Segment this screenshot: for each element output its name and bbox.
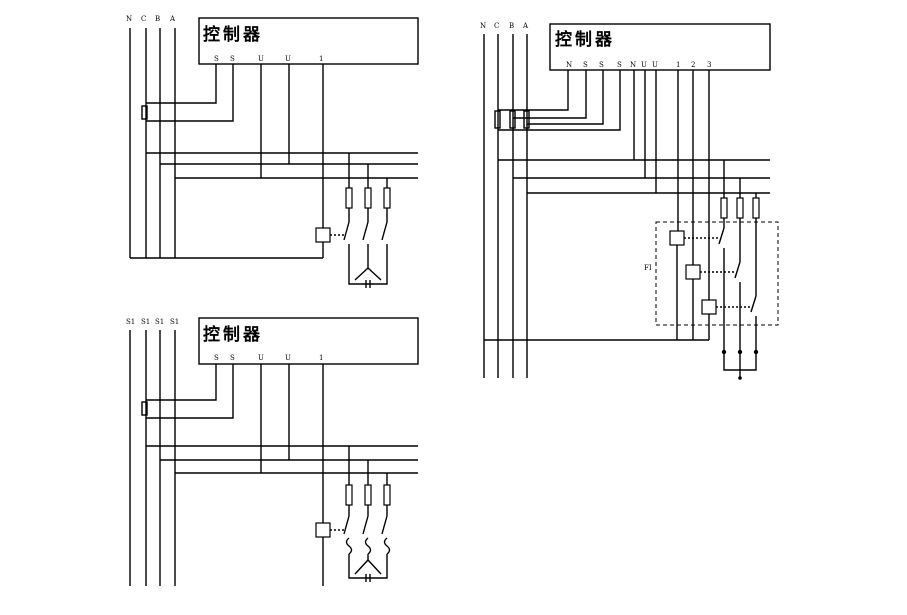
diagram-c: N C B A 控制器 N S S S N U U 1 2 3 — [480, 22, 779, 380]
fuse — [345, 187, 353, 209]
terminal-label: U — [285, 354, 291, 362]
bus-label-a: A — [169, 15, 176, 23]
terminal-label: S — [230, 354, 235, 362]
bus-label-n: N — [126, 15, 132, 23]
bus-label-s1: S1 — [155, 318, 164, 326]
terminal-label: 1 — [676, 61, 680, 69]
bus-bars — [483, 34, 528, 378]
terminal-label: U — [652, 61, 658, 69]
terminal-label: 1 — [319, 354, 323, 362]
bus-bars — [129, 330, 176, 586]
terminal-label: U — [258, 354, 264, 362]
contactor-coil — [669, 230, 685, 246]
terminal-label: S — [583, 61, 588, 69]
bus-label-s1: S1 — [126, 318, 135, 326]
terminal-label: N — [566, 61, 572, 69]
contactor-coil — [315, 227, 331, 243]
reactor-coils — [345, 537, 391, 555]
fuse — [720, 197, 728, 219]
contactor-coil — [685, 264, 701, 280]
terminal-label: 2 — [691, 61, 695, 69]
contactor-coil — [701, 299, 717, 315]
fuse — [364, 484, 372, 506]
terminal-label: U — [641, 61, 647, 69]
terminal-label: S — [214, 55, 219, 63]
controller-title: 控制器 — [555, 29, 615, 50]
controller-box — [198, 317, 419, 365]
module-label: FI — [644, 264, 652, 272]
controller-box — [198, 17, 419, 65]
capacitor-bank — [348, 554, 388, 582]
terminal-label: U — [285, 55, 291, 63]
bus-label-b: B — [155, 15, 160, 23]
fuse — [383, 484, 391, 506]
fuse — [736, 197, 744, 219]
current-transformer — [141, 105, 148, 120]
current-transformers — [494, 110, 530, 129]
diagram-a: N C B A 控制器 S S U U 1 — [126, 15, 419, 288]
controller-title: 控制器 — [203, 24, 263, 45]
current-transformer — [141, 401, 148, 416]
terminal-label: N — [630, 61, 636, 69]
bus-label-c: C — [494, 22, 499, 30]
fuse — [752, 197, 760, 219]
bus-label-s1: S1 — [141, 318, 150, 326]
terminal-label: S — [599, 61, 604, 69]
terminal-label: S — [617, 61, 622, 69]
contactor-coil — [315, 522, 331, 538]
bus-label-b: B — [509, 22, 514, 30]
terminal-label: 3 — [707, 61, 711, 69]
terminal-label: U — [258, 55, 264, 63]
controller-box — [549, 23, 771, 71]
terminal-label: S — [214, 354, 219, 362]
bus-label-n: N — [480, 22, 486, 30]
diagram-b: S1 S1 S1 S1 控制器 S S U U 1 — [126, 317, 419, 586]
fuse — [383, 187, 391, 209]
bus-label-c: C — [141, 15, 146, 23]
fuse — [364, 187, 372, 209]
controller-title: 控制器 — [203, 324, 263, 345]
terminal-label: S — [230, 55, 235, 63]
terminal-label: 1 — [319, 55, 323, 63]
bus-label-s1: S1 — [170, 318, 179, 326]
bus-label-a: A — [522, 22, 529, 30]
fuse — [345, 484, 353, 506]
terminal-dot — [738, 376, 742, 380]
capacitor-bank — [348, 262, 388, 288]
bus-bars — [129, 28, 176, 258]
